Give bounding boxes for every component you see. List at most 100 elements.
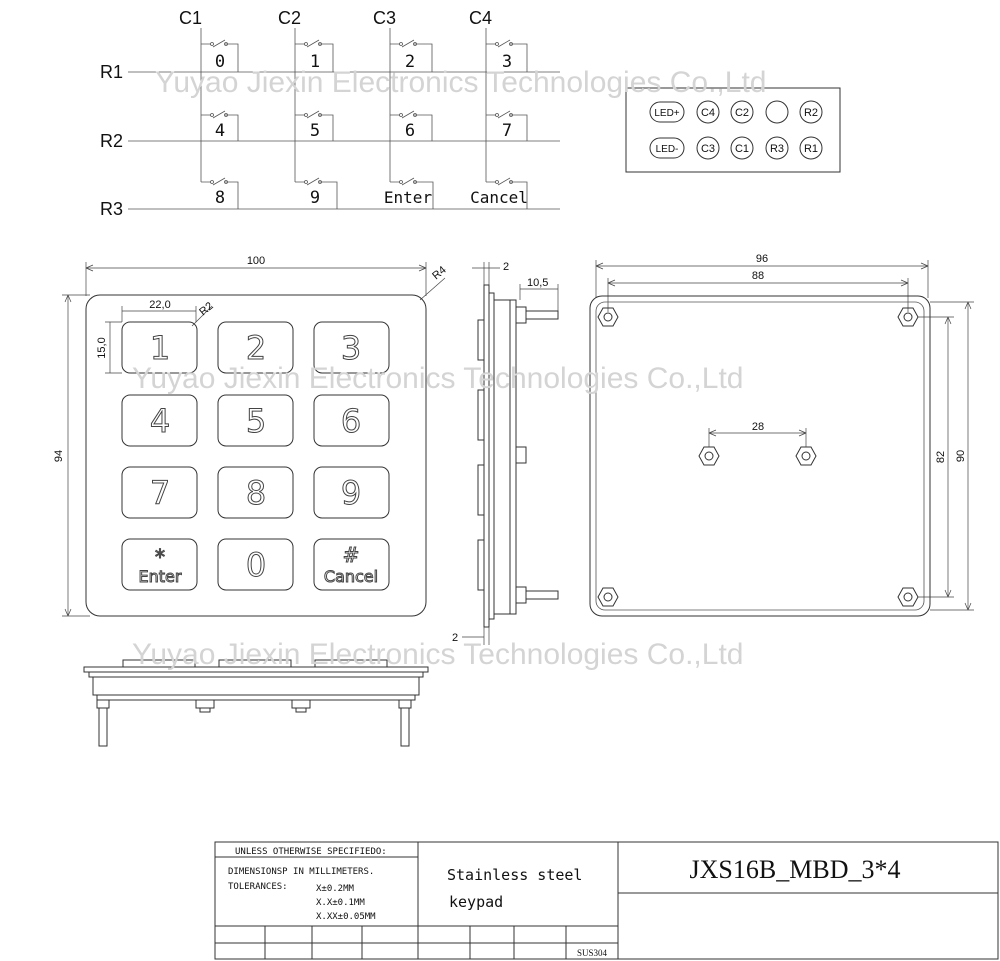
side-pin-length-dim: 10,5 xyxy=(527,277,548,289)
switch-r2-c4: 7 xyxy=(486,110,528,141)
title-block-header: UNLESS OTHERWISE SPECIFIEDO: xyxy=(235,847,387,857)
watermark-top: Yuyao Jiexin Electronics Technologies Co… xyxy=(155,66,766,99)
switch-r1-c3: 2 xyxy=(390,39,433,72)
row-label-r2: R2 xyxy=(100,131,123,151)
switch-r3-c2: 9 xyxy=(295,177,338,209)
pin-c4: C4 xyxy=(696,100,720,124)
svg-text:6: 6 xyxy=(341,402,361,440)
switch-label: Cancel xyxy=(470,188,528,207)
side-thickness-dim: 2 xyxy=(503,261,509,273)
switch-label: 3 xyxy=(502,52,512,72)
switch-r3-c1: 8 xyxy=(201,177,239,209)
bottom-view xyxy=(83,659,429,747)
matrix-schematic: R1 R2 R3 C1 C2 C3 C4 0 1 2 3 xyxy=(100,8,560,219)
switch-r1-c4: 3 xyxy=(486,39,528,72)
switch-label: 6 xyxy=(405,121,415,141)
title-block-frame xyxy=(214,841,999,960)
mount-stud-center-right xyxy=(795,446,817,466)
svg-text:R2: R2 xyxy=(804,107,818,119)
back-center-spacing-dim: 28 xyxy=(752,421,764,433)
switch-r1-c2: 1 xyxy=(295,39,334,72)
svg-text:C4: C4 xyxy=(701,107,715,119)
svg-text:4: 4 xyxy=(150,402,170,440)
switch-label: 5 xyxy=(310,121,320,141)
back-plate xyxy=(589,295,931,617)
title-block-dimensions: DIMENSIONSP IN MILLIMETERS. xyxy=(228,867,374,877)
svg-text:C3: C3 xyxy=(701,143,715,155)
svg-text:R3: R3 xyxy=(770,143,784,155)
column-label-c3: C3 xyxy=(373,8,396,28)
pin-c2: C2 xyxy=(730,100,754,124)
svg-text:C2: C2 xyxy=(735,107,749,119)
pin-c1: C1 xyxy=(730,136,754,160)
watermark-middle: Yuyao Jiexin Electronics Technologies Co… xyxy=(132,362,743,395)
svg-text:Enter: Enter xyxy=(139,567,182,586)
connector-outline xyxy=(625,87,841,173)
keypad-panel xyxy=(85,294,427,617)
watermarks: Yuyao Jiexin Electronics Technologies Co… xyxy=(132,66,766,671)
mount-stud-bottom-left xyxy=(597,587,619,607)
bottom-pin-right xyxy=(400,707,410,747)
switch-r2-c3: 6 xyxy=(390,110,433,141)
key-radius-dim: R2 xyxy=(197,300,215,318)
row-label-r3: R3 xyxy=(100,199,123,219)
key-1: 1 xyxy=(121,321,198,374)
part-number: JXS16B_MBD_3*4 xyxy=(690,855,901,884)
pin-led-plus: LED+ xyxy=(649,101,685,123)
mount-stud-center-left xyxy=(698,446,720,466)
back-view: 96 88 xyxy=(589,253,974,617)
svg-text:2: 2 xyxy=(246,329,266,367)
key-enter: * Enter xyxy=(121,538,198,591)
switch-r2-c2: 5 xyxy=(295,110,334,141)
switch-label: 2 xyxy=(405,52,415,72)
svg-text:R1: R1 xyxy=(804,143,818,155)
front-view: 100 R4 9 4 22,0 15,0 R2 1 2 xyxy=(53,255,449,617)
side-panel xyxy=(483,284,490,628)
svg-text:1: 1 xyxy=(150,329,170,367)
key-width-dim: 22,0 xyxy=(149,299,170,311)
mount-stud-top-left xyxy=(597,307,619,327)
svg-text:3: 3 xyxy=(341,329,361,367)
key-0: 0 xyxy=(217,538,294,591)
key-7: 7 xyxy=(121,466,198,519)
title-block-tolerance-3: X.XX±0.05MM xyxy=(316,912,376,922)
back-outer-width-dim: 96 xyxy=(756,253,768,265)
side-pin-top xyxy=(525,310,559,320)
key-3: 3 xyxy=(313,321,390,374)
mount-stud-bottom-right xyxy=(897,587,919,607)
front-corner-radius: R4 xyxy=(430,264,448,282)
switch-r2-c1: 4 xyxy=(201,110,239,141)
title-block-tolerances-label: TOLERANCES: xyxy=(228,882,288,892)
svg-text:LED+: LED+ xyxy=(654,108,679,119)
material-line-1: Stainless steel xyxy=(447,866,582,884)
switch-r1-c1: 0 xyxy=(201,39,239,72)
pin-r3: R3 xyxy=(765,136,789,160)
watermark-bottom: Yuyao Jiexin Electronics Technologies Co… xyxy=(132,638,743,671)
svg-text:Cancel: Cancel xyxy=(324,567,378,586)
svg-text:8: 8 xyxy=(246,474,266,512)
title-block-tolerance-1: X±0.2MM xyxy=(316,884,355,894)
column-label-c2: C2 xyxy=(278,8,301,28)
column-label-c4: C4 xyxy=(469,8,492,28)
front-width-dim: 100 xyxy=(247,255,265,267)
switch-label: 7 xyxy=(502,121,512,141)
material-line-2: keypad xyxy=(449,893,503,911)
material-code: SUS304 xyxy=(577,948,608,958)
switch-r3-c4: Cancel xyxy=(470,177,528,209)
svg-text:LED-: LED- xyxy=(656,144,679,155)
switch-label: 9 xyxy=(310,188,320,208)
svg-text:9: 9 xyxy=(341,474,361,512)
key-cancel: # Cancel xyxy=(313,538,390,591)
key-5: 5 xyxy=(217,394,294,447)
bottom-pin-left xyxy=(98,707,108,747)
pin-led-minus: LED- xyxy=(649,137,685,159)
key-8: 8 xyxy=(217,466,294,519)
svg-text:C1: C1 xyxy=(735,143,749,155)
key-height-dim: 15,0 xyxy=(96,337,108,358)
svg-text:7: 7 xyxy=(150,474,170,512)
svg-text:*: * xyxy=(155,545,165,569)
svg-text:0: 0 xyxy=(246,546,266,584)
pin-empty xyxy=(765,100,789,124)
key-6: 6 xyxy=(313,394,390,447)
